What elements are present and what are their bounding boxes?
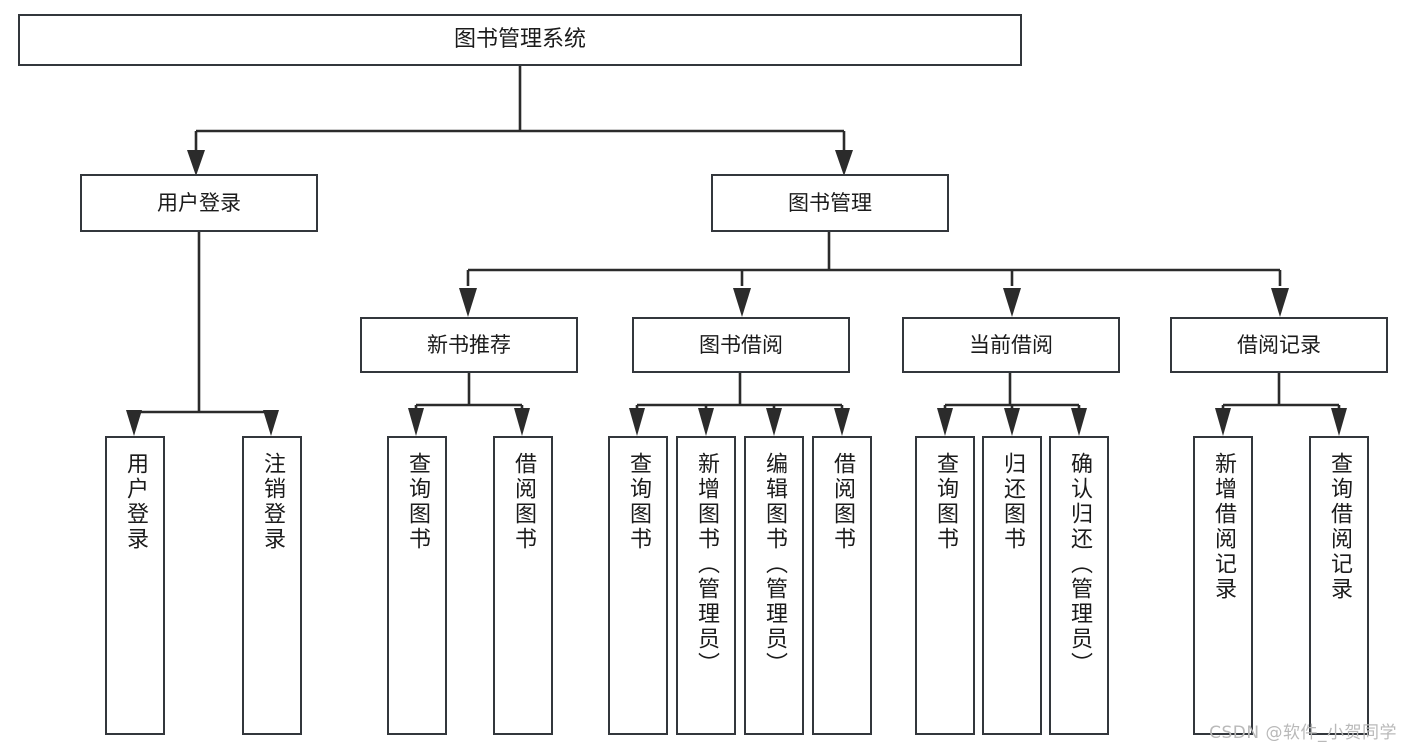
leaf-user-login[interactable]: 用户登录 (105, 436, 165, 735)
node-label: 图书管理系统 (453, 27, 586, 53)
node-label: 借阅记录 (1237, 332, 1321, 357)
node-user-login[interactable]: 用户登录 (80, 174, 318, 232)
leaf-user-logout[interactable]: 注销登录 (242, 436, 302, 735)
leaf-edit-book-admin[interactable]: 编辑图书（管理员） (744, 436, 804, 735)
node-label: 用户登录 (157, 190, 241, 215)
node-label: 新书推荐 (427, 332, 511, 357)
node-new-book-recommend[interactable]: 新书推荐 (360, 317, 578, 373)
node-label: 借阅图书 (511, 452, 536, 552)
leaf-query-book-borrow[interactable]: 查询图书 (608, 436, 668, 735)
node-label: 图书管理 (788, 190, 872, 215)
leaf-query-book-current[interactable]: 查询图书 (915, 436, 975, 735)
node-label: 编辑图书（管理员） (762, 452, 787, 677)
node-label: 新增借阅记录 (1211, 452, 1236, 602)
node-book-management[interactable]: 图书管理 (711, 174, 949, 232)
node-label: 图书借阅 (699, 332, 783, 357)
node-borrow-records[interactable]: 借阅记录 (1170, 317, 1388, 373)
node-label: 查询借阅记录 (1327, 452, 1352, 602)
node-label: 查询图书 (405, 452, 430, 552)
node-label: 查询图书 (626, 452, 651, 552)
leaf-confirm-return-admin[interactable]: 确认归还（管理员） (1049, 436, 1109, 735)
leaf-add-book-admin[interactable]: 新增图书（管理员） (676, 436, 736, 735)
node-book-borrow[interactable]: 图书借阅 (632, 317, 850, 373)
node-label: 归还图书 (1000, 452, 1025, 552)
node-label: 查询图书 (933, 452, 958, 552)
leaf-return-book[interactable]: 归还图书 (982, 436, 1042, 735)
node-root-system[interactable]: 图书管理系统 (18, 14, 1022, 66)
node-current-borrow[interactable]: 当前借阅 (902, 317, 1120, 373)
node-label: 用户登录 (123, 452, 148, 552)
leaf-query-book-recommend[interactable]: 查询图书 (387, 436, 447, 735)
node-label: 注销登录 (260, 452, 285, 552)
node-label: 当前借阅 (969, 332, 1053, 357)
node-label: 确认归还（管理员） (1067, 452, 1092, 677)
leaf-query-borrow-record[interactable]: 查询借阅记录 (1309, 436, 1369, 735)
leaf-borrow-book[interactable]: 借阅图书 (812, 436, 872, 735)
node-label: 借阅图书 (830, 452, 855, 552)
leaf-add-borrow-record[interactable]: 新增借阅记录 (1193, 436, 1253, 735)
leaf-borrow-book-recommend[interactable]: 借阅图书 (493, 436, 553, 735)
node-label: 新增图书（管理员） (694, 452, 719, 677)
